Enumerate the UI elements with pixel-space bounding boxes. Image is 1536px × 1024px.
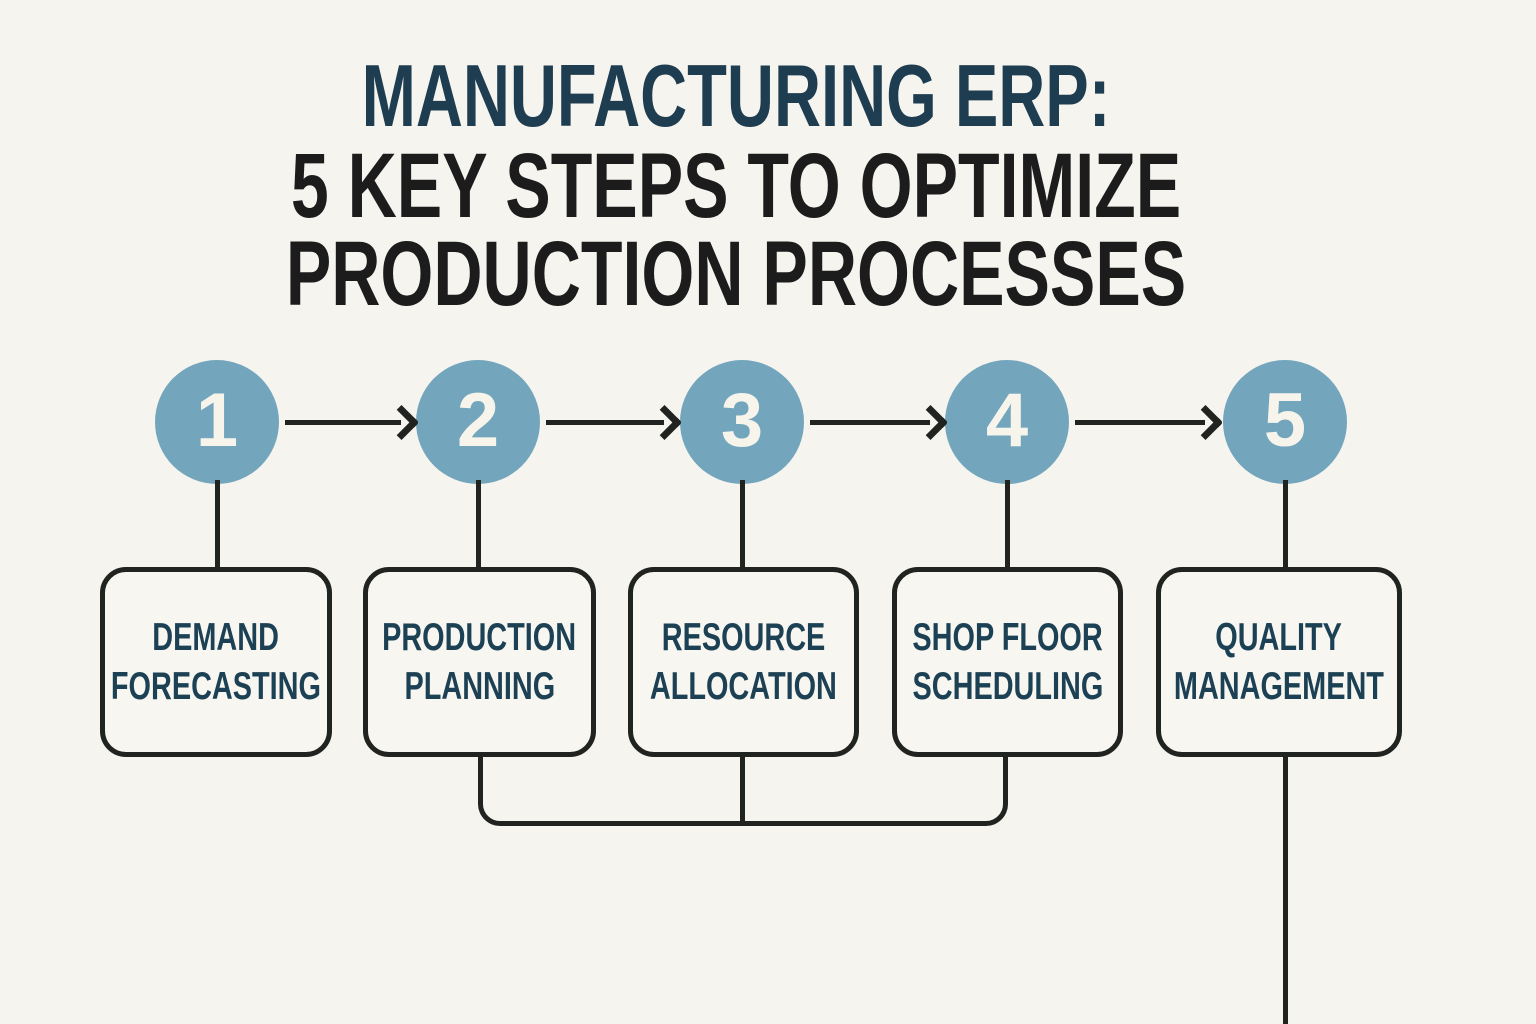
- step-4-label-line-1: SHOP FLOOR: [912, 616, 1103, 659]
- page-title: MANUFACTURING ERP: 5 KEY STEPS TO OPTIMI…: [0, 46, 1472, 325]
- step-1-number: 1: [195, 377, 239, 463]
- step-1-label-line-2: FORECASTING: [110, 665, 322, 708]
- flow-arrow-1-2: [285, 404, 420, 441]
- step-2-circle: 2: [416, 360, 540, 484]
- arrow-head-icon: [1187, 404, 1224, 441]
- arrow-head-icon: [383, 404, 420, 441]
- title-line-1: MANUFACTURING ERP:: [361, 46, 1111, 145]
- step-3-circle: 3: [680, 360, 804, 484]
- step-2-label-line-2: PLANNING: [404, 665, 555, 708]
- title-line-3: PRODUCTION PROCESSES: [285, 223, 1187, 325]
- step-4-label-line-2: SCHEDULING: [912, 665, 1103, 708]
- step-3-number: 3: [720, 377, 764, 463]
- title-line-2: 5 KEY STEPS TO OPTIMIZE: [290, 135, 1182, 237]
- flow-arrow-2-3: [546, 404, 683, 441]
- connector-center-to-box4: [742, 754, 1008, 826]
- step-3-label-line-2: ALLOCATION: [649, 665, 838, 708]
- step-1-label-line-1: DEMAND: [152, 616, 280, 659]
- connector-box3-stem: [740, 754, 745, 823]
- step-4-stem-line: [1005, 480, 1010, 570]
- arrow-head-icon: [646, 404, 683, 441]
- step-5-label-line-1: QUALITY: [1215, 616, 1343, 659]
- step-3-stem-line: [740, 480, 745, 570]
- flow-arrow-4-5: [1075, 404, 1224, 441]
- step-1-circle: 1: [155, 360, 279, 484]
- flow-arrow-3-4: [810, 404, 949, 441]
- step-3-label-line-1: RESOURCE: [661, 616, 826, 659]
- step-4-number: 4: [985, 377, 1029, 463]
- arrow-head-icon: [912, 404, 949, 441]
- connector-box2-to-center: [478, 754, 742, 826]
- step-2-stem-line: [476, 480, 481, 570]
- step-5-circle: 5: [1223, 360, 1347, 484]
- step-1-stem-line: [215, 480, 220, 570]
- step-2-label-line-1: PRODUCTION: [382, 616, 577, 659]
- connector-box5-tail: [1283, 754, 1288, 1024]
- step-2-number: 2: [456, 377, 500, 463]
- step-5-label-line-2: MANAGEMENT: [1173, 665, 1385, 708]
- step-5-number: 5: [1263, 377, 1307, 463]
- step-3-box: RESOURCE ALLOCATION: [628, 567, 859, 757]
- step-4-box: SHOP FLOOR SCHEDULING: [892, 567, 1123, 757]
- step-5-box: QUALITY MANAGEMENT: [1156, 567, 1402, 757]
- step-4-circle: 4: [945, 360, 1069, 484]
- step-5-stem-line: [1283, 480, 1288, 570]
- step-2-box: PRODUCTION PLANNING: [363, 567, 596, 757]
- step-1-box: DEMAND FORECASTING: [100, 567, 332, 757]
